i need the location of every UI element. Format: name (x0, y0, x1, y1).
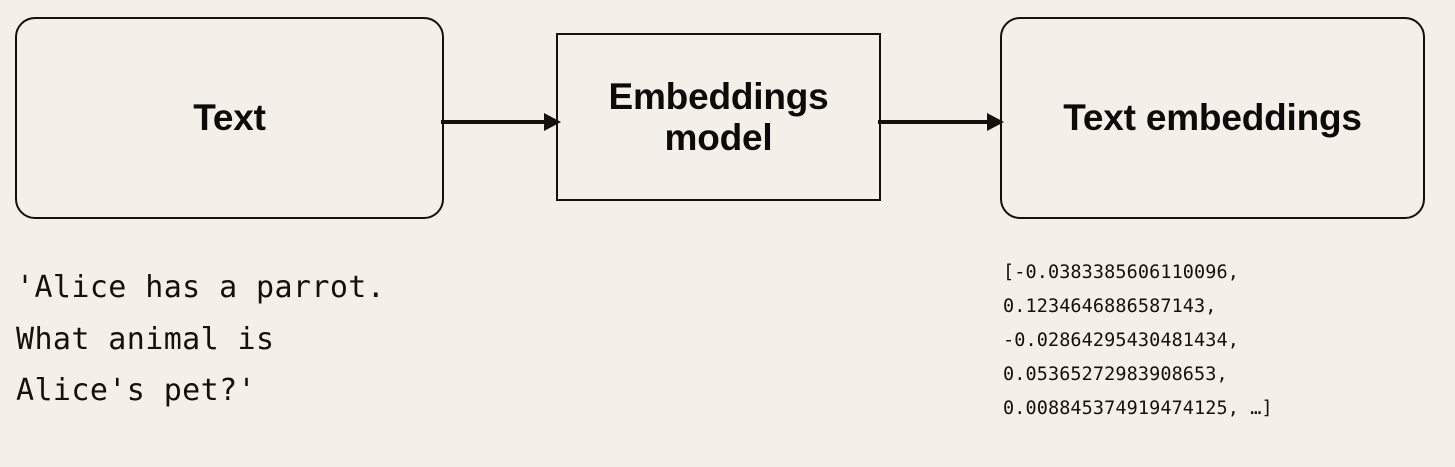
node-text[interactable]: Text (15, 17, 444, 219)
arrow-text-to-model (441, 113, 561, 131)
node-embeddings-model-label: Embeddings model (608, 75, 829, 158)
input-text-sample: 'Alice has a parrot. What animal is Alic… (16, 270, 386, 409)
arrow-model-to-embeddings (878, 113, 1004, 131)
output-vector-sample: [-0.0383385606110096, 0.1234646886587143… (1003, 262, 1273, 420)
node-text-embeddings-label: Text embeddings (1063, 97, 1362, 139)
node-embeddings-model[interactable]: Embeddings model (556, 33, 881, 201)
node-text-embeddings[interactable]: Text embeddings (1000, 17, 1425, 219)
node-text-label: Text (193, 97, 266, 139)
